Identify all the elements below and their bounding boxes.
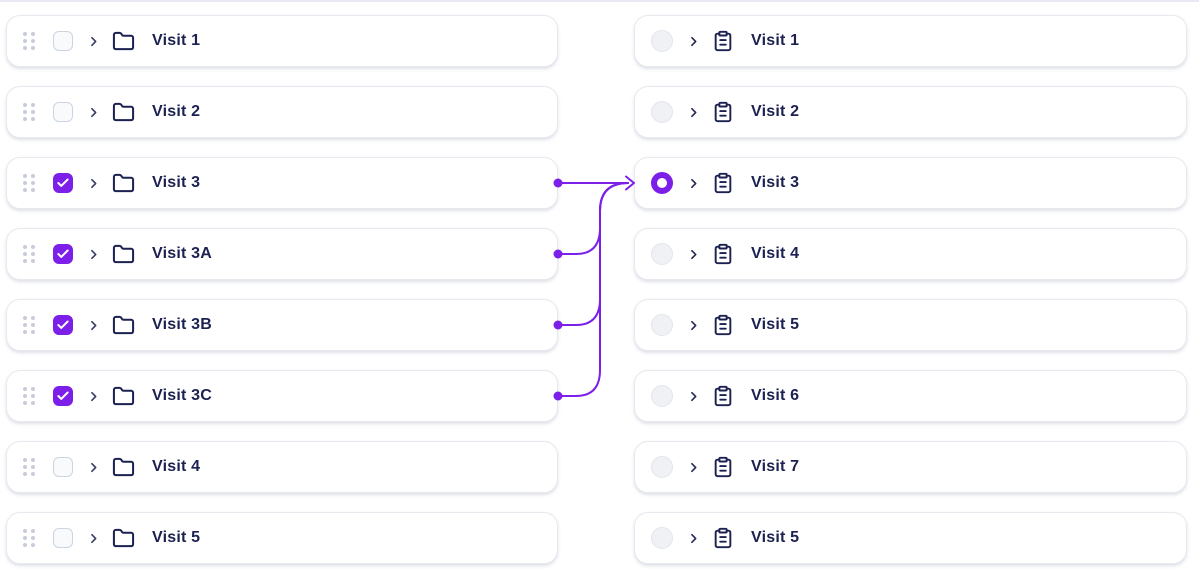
- chevron-right-icon[interactable]: [87, 319, 100, 332]
- drag-handle-icon[interactable]: [23, 529, 35, 547]
- clipboard-icon: [712, 385, 734, 407]
- visit-checkbox[interactable]: [53, 528, 73, 548]
- visit-checkbox[interactable]: [53, 244, 73, 264]
- chevron-right-icon[interactable]: [687, 532, 700, 545]
- chevron-right-icon[interactable]: [687, 177, 700, 190]
- drag-handle-icon[interactable]: [23, 387, 35, 405]
- visit-label: Visit 7: [751, 458, 800, 475]
- folder-icon: [112, 456, 135, 479]
- visit-checkbox[interactable]: [53, 173, 73, 193]
- clipboard-icon: [712, 30, 734, 52]
- folder-icon: [112, 172, 135, 195]
- visit-label: Visit 1: [152, 32, 201, 49]
- clipboard-icon: [712, 314, 734, 336]
- visit-label: Visit 2: [152, 103, 201, 120]
- visit-label: Visit 4: [751, 245, 800, 262]
- chevron-right-icon[interactable]: [87, 106, 100, 119]
- visit-label: Visit 5: [751, 316, 800, 333]
- visit-label: Visit 3: [152, 174, 201, 191]
- visit-label: Visit 3B: [152, 316, 212, 333]
- folder-icon: [112, 30, 135, 53]
- visit-label: Visit 3A: [152, 245, 212, 262]
- visit-radio-button[interactable]: [651, 456, 673, 478]
- visit-label: Visit 5: [152, 529, 201, 546]
- drag-handle-icon[interactable]: [23, 174, 35, 192]
- chevron-right-icon[interactable]: [87, 532, 100, 545]
- visit-radio-button[interactable]: [651, 172, 673, 194]
- target-visit-row[interactable]: Visit 5: [634, 512, 1187, 564]
- chevron-right-icon[interactable]: [687, 461, 700, 474]
- visit-label: Visit 4: [152, 458, 201, 475]
- source-visit-row[interactable]: Visit 3C: [6, 370, 558, 422]
- visit-radio-button[interactable]: [651, 101, 673, 123]
- top-divider: [0, 0, 1199, 2]
- visit-radio-button[interactable]: [651, 385, 673, 407]
- visit-label: Visit 5: [751, 529, 800, 546]
- drag-handle-icon[interactable]: [23, 32, 35, 50]
- target-visit-row[interactable]: Visit 6: [634, 370, 1187, 422]
- visit-radio-button[interactable]: [651, 314, 673, 336]
- target-visit-row[interactable]: Visit 4: [634, 228, 1187, 280]
- source-visit-row[interactable]: Visit 1: [6, 15, 558, 67]
- source-visit-row[interactable]: Visit 2: [6, 86, 558, 138]
- clipboard-icon: [712, 527, 734, 549]
- folder-icon: [112, 101, 135, 124]
- visit-checkbox[interactable]: [53, 31, 73, 51]
- chevron-right-icon[interactable]: [687, 106, 700, 119]
- source-visit-row[interactable]: Visit 3: [6, 157, 558, 209]
- visit-radio-button[interactable]: [651, 527, 673, 549]
- target-visit-row[interactable]: Visit 3: [634, 157, 1187, 209]
- chevron-right-icon[interactable]: [687, 319, 700, 332]
- chevron-right-icon[interactable]: [87, 35, 100, 48]
- target-visit-row[interactable]: Visit 7: [634, 441, 1187, 493]
- drag-handle-icon[interactable]: [23, 458, 35, 476]
- source-visit-row[interactable]: Visit 3B: [6, 299, 558, 351]
- visit-label: Visit 6: [751, 387, 800, 404]
- drag-handle-icon[interactable]: [23, 103, 35, 121]
- source-visit-row[interactable]: Visit 3A: [6, 228, 558, 280]
- visit-label: Visit 3: [751, 174, 800, 191]
- chevron-right-icon[interactable]: [87, 461, 100, 474]
- visit-radio-button[interactable]: [651, 30, 673, 52]
- visit-checkbox[interactable]: [53, 457, 73, 477]
- source-visit-row[interactable]: Visit 5: [6, 512, 558, 564]
- chevron-right-icon[interactable]: [687, 248, 700, 261]
- chevron-right-icon[interactable]: [87, 390, 100, 403]
- chevron-right-icon[interactable]: [687, 390, 700, 403]
- chevron-right-icon[interactable]: [87, 248, 100, 261]
- drag-handle-icon[interactable]: [23, 245, 35, 263]
- clipboard-icon: [712, 101, 734, 123]
- source-visit-list: Visit 1 Visit 2 Visit 3: [6, 15, 558, 583]
- visit-checkbox[interactable]: [53, 386, 73, 406]
- visit-radio-button[interactable]: [651, 243, 673, 265]
- visit-checkbox[interactable]: [53, 102, 73, 122]
- folder-icon: [112, 243, 135, 266]
- chevron-right-icon[interactable]: [687, 35, 700, 48]
- folder-icon: [112, 385, 135, 408]
- clipboard-icon: [712, 456, 734, 478]
- mapping-wire: [557, 182, 629, 255]
- mapping-wire: [557, 182, 629, 397]
- folder-icon: [112, 314, 135, 337]
- wire-arrowhead-icon: [625, 175, 635, 191]
- drag-handle-icon[interactable]: [23, 316, 35, 334]
- folder-icon: [112, 527, 135, 550]
- visit-checkbox[interactable]: [53, 315, 73, 335]
- clipboard-icon: [712, 172, 734, 194]
- visit-label: Visit 1: [751, 32, 800, 49]
- clipboard-icon: [712, 243, 734, 265]
- source-visit-row[interactable]: Visit 4: [6, 441, 558, 493]
- visit-label: Visit 3C: [152, 387, 212, 404]
- target-visit-row[interactable]: Visit 2: [634, 86, 1187, 138]
- target-visit-list: Visit 1 Visit 2 Visit 3 Visit 4: [634, 15, 1187, 583]
- target-visit-row[interactable]: Visit 5: [634, 299, 1187, 351]
- mapping-wire: [557, 182, 629, 326]
- chevron-right-icon[interactable]: [87, 177, 100, 190]
- target-visit-row[interactable]: Visit 1: [634, 15, 1187, 67]
- visit-label: Visit 2: [751, 103, 800, 120]
